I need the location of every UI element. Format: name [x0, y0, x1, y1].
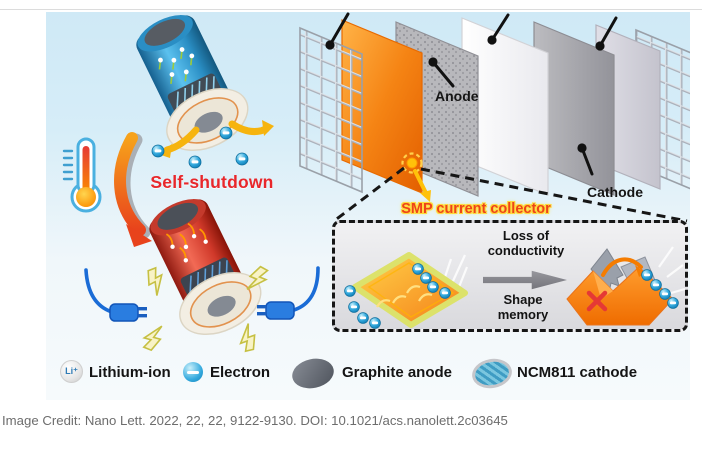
flat-smp-sheet — [344, 252, 469, 329]
lithium-ion-icon: Li⁺ — [60, 360, 83, 383]
left-scene — [62, 15, 320, 354]
self-shutdown-label: Self-shutdown — [150, 172, 274, 192]
crumpled-smp-sheet — [566, 246, 686, 326]
hot-battery-illustration — [149, 199, 262, 336]
thermometer-icon — [62, 137, 102, 213]
anode-label: Anode — [435, 88, 479, 104]
right-plug-icon — [257, 266, 320, 320]
loss-of-conductivity-label: Loss of conductivity — [487, 228, 565, 258]
callout-dots — [325, 35, 605, 153]
battery-self-shutdown-figure: Self-shutdown — [46, 12, 690, 400]
image-credit-caption: Image Credit: Nano Lett. 2022, 22, 22, 9… — [2, 413, 508, 428]
electrode-stack-scene — [299, 12, 690, 223]
shape-memory-label: Shape memory — [497, 292, 549, 322]
heating-arrow — [114, 132, 152, 247]
legend-lithium-ion-label: Lithium-ion — [89, 364, 171, 381]
legend-electron-label: Electron — [210, 364, 271, 381]
ncm811-cathode-icon — [469, 355, 515, 392]
smp-highlight-dot — [401, 152, 431, 202]
top-divider — [0, 9, 702, 10]
graphite-anode-icon — [289, 354, 337, 393]
shape-memory-detail-box: Loss of conductivity Shape memory — [332, 220, 688, 332]
legend-ncm811-cathode-label: NCM811 cathode — [517, 364, 638, 381]
callout-markers — [328, 12, 618, 176]
lithium-symbol: Li⁺ — [65, 366, 78, 376]
detail-callout-lines — [333, 166, 688, 223]
transition-arrow-icon — [483, 270, 567, 290]
electron-icon — [183, 362, 203, 382]
legend-graphite-anode-label: Graphite anode — [342, 364, 453, 381]
left-plug-icon — [84, 268, 147, 322]
x-mark-icon — [586, 290, 608, 312]
smp-current-collector-label: SMP current collector — [401, 201, 551, 217]
cathode-label: Cathode — [587, 184, 643, 200]
arrowhead-right — [262, 120, 274, 136]
layer-mesh-left — [299, 26, 363, 194]
